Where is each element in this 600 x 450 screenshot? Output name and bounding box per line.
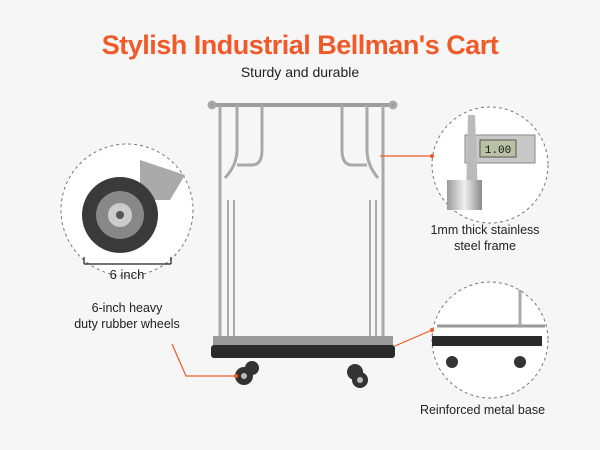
page-title: Stylish Industrial Bellman's Cart (101, 30, 499, 60)
frame-feature-line2: steel frame (454, 239, 516, 253)
caliper-reading: 1.00 (485, 145, 511, 157)
wheel-feature-label: 6-inch heavy duty rubber wheels (47, 300, 207, 332)
base-feature-label: Reinforced metal base (419, 403, 546, 417)
wheel-feature-line2: duty rubber wheels (74, 317, 180, 331)
frame-feature-label: 1mm thick stainless steel frame (405, 222, 565, 254)
page-subtitle: Sturdy and durable (240, 64, 360, 80)
wheel-dimension-label: 6 inch (109, 267, 145, 282)
frame-feature-line1: 1mm thick stainless (430, 223, 540, 237)
wheel-detail-callout (60, 143, 238, 378)
frame-detail-callout: 1.00 (380, 106, 549, 224)
bellman-cart-image (207, 100, 398, 388)
wheel-feature-line1: 6-inch heavy (91, 301, 163, 315)
base-detail-callout (394, 281, 549, 399)
